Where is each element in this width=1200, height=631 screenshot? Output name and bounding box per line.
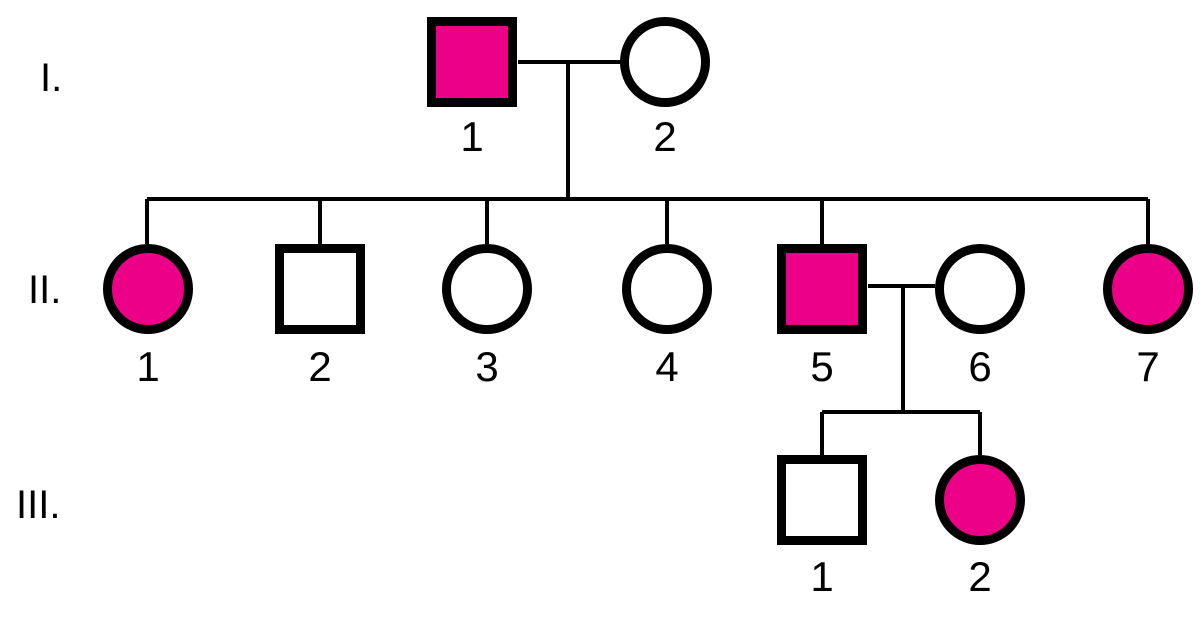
pedigree-symbol-female[interactable]: [620, 17, 710, 107]
individual-number-ii-2: 2: [308, 343, 332, 390]
connectors-layer: [145, 60, 1150, 455]
pedigree-symbol-male[interactable]: [777, 244, 867, 334]
generation-label-i: I.: [40, 56, 63, 100]
individual-number-ii-4: 4: [655, 343, 679, 390]
pedigree-symbol-male[interactable]: [427, 17, 517, 107]
pedigree-symbol-female[interactable]: [935, 244, 1025, 334]
pedigree-symbol-female[interactable]: [622, 244, 712, 334]
individual-number-ii-3: 3: [475, 343, 499, 390]
pedigree-symbol-male[interactable]: [777, 455, 867, 545]
individual-number-iii-1: 1: [810, 553, 834, 600]
pedigree-symbol-male[interactable]: [275, 244, 365, 334]
individual-number-i-2: 2: [653, 113, 677, 160]
individual-number-ii-6: 6: [968, 343, 992, 390]
individual-number-ii-5: 5: [810, 343, 834, 390]
individual-number-ii-1: 1: [136, 343, 160, 390]
individual-number-i-1: 1: [460, 113, 484, 160]
symbols-layer: [103, 17, 1193, 545]
pedigree-symbol-female[interactable]: [935, 455, 1025, 545]
generation-label-ii: II.: [28, 268, 62, 312]
individual-number-ii-7: 7: [1136, 343, 1160, 390]
pedigree-symbol-female[interactable]: [442, 244, 532, 334]
pedigree-symbol-female[interactable]: [1103, 244, 1193, 334]
pedigree-symbol-female[interactable]: [103, 244, 193, 334]
generation-label-iii: III.: [16, 483, 61, 527]
individual-number-iii-2: 2: [968, 553, 992, 600]
